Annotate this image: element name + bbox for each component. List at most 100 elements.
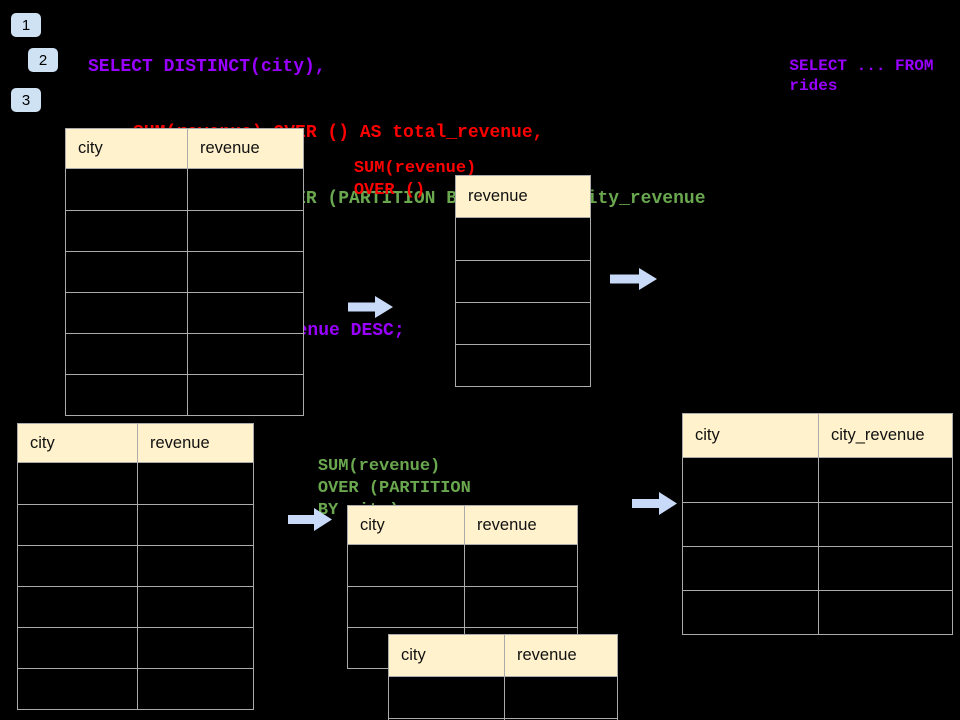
table-cell: [18, 546, 137, 586]
table-cell: [66, 211, 187, 251]
table-cell: [389, 677, 504, 718]
annotation-over-partition-line2: OVER (PARTITION: [317, 479, 471, 498]
table-cell: [818, 591, 952, 634]
table-partition-overlay-header: city revenue: [389, 635, 617, 677]
column-header-city-revenue: city_revenue: [818, 414, 952, 457]
table-cell: [137, 587, 253, 627]
sql-line-select: SELECT DISTINCT(city),: [88, 57, 326, 77]
table-partition-mid-header: city revenue: [348, 506, 577, 545]
side-code-snippet: SELECT ... FROM rides: [751, 36, 933, 116]
table-cell: [683, 547, 818, 590]
table-total-revenue-body: [456, 218, 590, 386]
arrow-right-icon: [610, 268, 657, 295]
table-cell: [137, 669, 253, 709]
column-header-city: city: [401, 646, 426, 664]
table-row: [456, 344, 590, 386]
arrow-right-icon: [288, 508, 332, 536]
table-cell: [818, 547, 952, 590]
table-row: [456, 302, 590, 344]
step-badge-3: 3: [11, 88, 41, 112]
table-cell: [187, 375, 303, 415]
table-source-bottom: city revenue: [17, 423, 254, 710]
table-row: [18, 668, 253, 709]
table-cell: [187, 334, 303, 374]
table-row: [456, 260, 590, 302]
table-cell: [818, 503, 952, 546]
annotation-over-all-line2: OVER (): [353, 181, 426, 200]
step-badge-1-label: 1: [21, 16, 31, 34]
table-result-right-body: [683, 458, 952, 634]
table-cell: [187, 293, 303, 333]
table-cell: [818, 458, 952, 502]
table-cell: [137, 628, 253, 668]
table-row: [18, 627, 253, 668]
table-cell: [348, 587, 464, 627]
table-row: [18, 463, 253, 504]
table-row: [389, 677, 617, 718]
annotation-over-partition-line1: SUM(revenue): [317, 457, 441, 476]
table-row: [18, 545, 253, 586]
table-cell: [18, 669, 137, 709]
table-row: [683, 590, 952, 634]
table-cell: [66, 293, 187, 333]
step-badge-1: 1: [11, 13, 41, 37]
table-cell: [66, 334, 187, 374]
table-cell: [348, 545, 464, 586]
column-header-revenue: revenue: [468, 187, 528, 205]
table-cell: [18, 628, 137, 668]
column-header-revenue: revenue: [504, 635, 617, 676]
arrow-right-icon: [632, 492, 677, 520]
table-total-revenue: revenue: [455, 175, 591, 387]
table-partition-overlay: city revenue: [388, 634, 618, 720]
column-header-city: city: [78, 139, 103, 157]
table-row: [66, 292, 303, 333]
side-code-line2: rides: [789, 77, 838, 95]
table-cell: [683, 591, 818, 634]
table-row: [348, 586, 577, 627]
table-cell: [66, 252, 187, 292]
table-cell: [18, 463, 137, 504]
table-partition-overlay-body: [389, 677, 617, 720]
table-total-revenue-header: revenue: [456, 176, 590, 218]
table-cell: [187, 169, 303, 210]
table-source-top-header: city revenue: [66, 129, 303, 169]
column-header-city: city: [30, 433, 55, 452]
column-header-revenue: revenue: [464, 506, 577, 544]
table-cell: [187, 252, 303, 292]
step-badge-3-label: 3: [21, 91, 31, 109]
table-row: [348, 545, 577, 586]
table-row: [683, 458, 952, 502]
table-cell: [464, 545, 577, 586]
table-cell: [137, 505, 253, 545]
table-result-right-header: city city_revenue: [683, 414, 952, 458]
table-cell: [66, 375, 187, 415]
table-row: [18, 504, 253, 545]
table-row: [66, 333, 303, 374]
table-source-bottom-body: [18, 463, 253, 709]
annotation-over-all: SUM(revenue) OVER (): [313, 136, 476, 224]
side-code-line1: SELECT ... FROM: [789, 57, 934, 75]
table-row: [683, 502, 952, 546]
table-cell: [18, 505, 137, 545]
table-cell: [464, 587, 577, 627]
table-cell: [456, 218, 590, 260]
table-cell: [187, 211, 303, 251]
table-result-right: city city_revenue: [682, 413, 953, 635]
table-row: [18, 586, 253, 627]
table-row: [66, 169, 303, 210]
column-header-city: city: [360, 515, 385, 534]
table-row: [66, 251, 303, 292]
table-row: [456, 218, 590, 260]
table-cell: [504, 677, 617, 718]
table-cell: [137, 546, 253, 586]
table-source-top: city revenue: [65, 128, 304, 416]
arrow-right-icon: [348, 296, 393, 323]
annotation-over-all-line1: SUM(revenue): [353, 159, 477, 178]
table-row: [66, 374, 303, 415]
table-cell: [456, 345, 590, 386]
table-cell: [683, 458, 818, 502]
table-cell: [18, 587, 137, 627]
table-source-bottom-header: city revenue: [18, 424, 253, 463]
table-row: [66, 210, 303, 251]
